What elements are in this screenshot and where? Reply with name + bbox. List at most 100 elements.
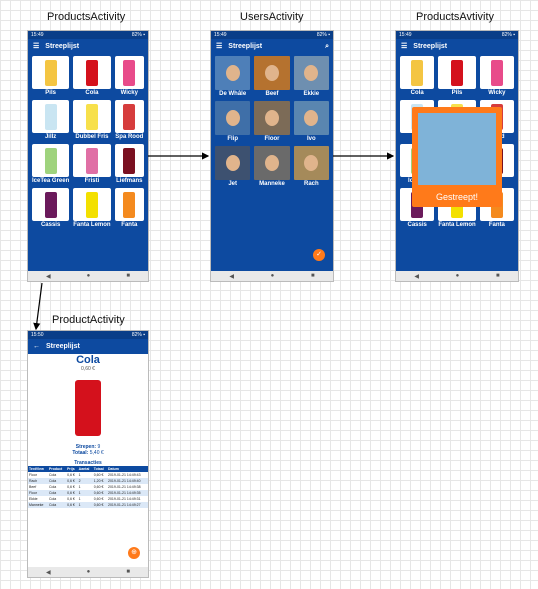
user-tile[interactable]: Rach — [293, 146, 329, 187]
table-cell: Ekkie — [29, 497, 38, 501]
menu-icon[interactable]: ☰ — [216, 43, 223, 50]
recent-icon[interactable]: ■ — [496, 273, 500, 279]
back-icon[interactable]: ◀ — [229, 273, 234, 280]
back-arrow-icon[interactable]: ← — [33, 343, 40, 350]
product-label: Wicky — [488, 90, 506, 96]
product-image — [400, 56, 435, 89]
user-tile[interactable]: Jet — [215, 146, 251, 187]
user-tile[interactable]: Beef — [254, 56, 290, 97]
search-icon[interactable]: ⌕ — [325, 43, 329, 50]
back-icon[interactable]: ◀ — [414, 273, 419, 280]
product-tile[interactable]: Fanta — [114, 188, 144, 228]
product-tile[interactable]: Jillz — [32, 100, 70, 140]
nav-bar: ◀ ● ■ — [396, 271, 518, 281]
product-tile[interactable]: Wicky — [479, 56, 514, 96]
title-products-gestreept: ProductsAvtivity — [416, 11, 495, 23]
product-label: Wicky — [120, 90, 138, 96]
user-tile[interactable]: Ekkie — [293, 56, 329, 97]
table-cell: Manneke — [28, 502, 48, 508]
product-label: Fanta — [488, 222, 505, 228]
user-tile[interactable]: Floor — [254, 101, 290, 142]
product-image — [479, 56, 514, 89]
table-cell: 1 — [78, 485, 81, 489]
product-label: Liefmans — [116, 178, 143, 184]
product-tile[interactable]: Cola — [73, 56, 111, 96]
recent-icon[interactable]: ■ — [126, 569, 130, 575]
arrow-products-to-product — [33, 282, 43, 331]
user-label: Ekkie — [303, 91, 320, 97]
product-tile[interactable]: Fristi — [73, 144, 111, 184]
product-label: Pils — [45, 90, 56, 96]
user-tile[interactable]: Ivo — [293, 101, 329, 142]
home-icon[interactable]: ● — [270, 273, 275, 279]
table-cell: Floor — [29, 473, 37, 477]
add-fab[interactable]: ⊕ — [128, 547, 140, 559]
product-tile[interactable]: Fanta Lemon — [73, 188, 111, 228]
table-cell: Floor — [28, 490, 48, 496]
home-icon[interactable]: ● — [86, 273, 91, 279]
product-image — [32, 188, 70, 221]
product-label: Fanta Lemon — [438, 222, 476, 228]
product-tile[interactable]: Cola — [400, 56, 435, 96]
product-tile[interactable]: Liefmans — [114, 144, 144, 184]
product-tile[interactable]: Cassis — [32, 188, 70, 228]
product-tile[interactable]: IceTea Green — [32, 144, 70, 184]
product-image — [114, 100, 144, 133]
home-icon[interactable]: ● — [86, 569, 91, 575]
title-products-activity: ProductsActivity — [47, 11, 126, 23]
product-tile[interactable]: Dubbel Fris — [73, 100, 111, 140]
recent-icon[interactable]: ■ — [126, 273, 130, 279]
table-header: Datum — [107, 466, 148, 472]
recent-icon[interactable]: ■ — [311, 273, 315, 279]
back-icon[interactable]: ◀ — [46, 273, 51, 280]
user-label: Flip — [227, 136, 238, 142]
product-image — [114, 144, 144, 177]
user-tile[interactable]: De Whâle — [215, 56, 251, 97]
user-label: Floor — [264, 136, 280, 142]
table-cell: 1 — [78, 497, 81, 501]
product-tile[interactable]: Pils — [438, 56, 476, 96]
user-photo — [293, 56, 329, 90]
table-cell: 0,6 € — [67, 473, 75, 477]
product-tile[interactable]: Spa Rood — [114, 100, 144, 140]
table-cell: 0,6 € — [67, 485, 75, 489]
user-label: Beef — [265, 91, 279, 97]
product-label: Fristi — [84, 178, 100, 184]
product-image — [114, 188, 144, 221]
user-photo — [215, 56, 251, 90]
menu-icon[interactable]: ☰ — [401, 43, 408, 50]
product-label: Spa Rood — [115, 134, 144, 140]
table-cell: Beef — [29, 485, 37, 489]
back-icon[interactable]: ◀ — [46, 569, 51, 576]
product-label: Pils — [451, 90, 463, 96]
user-photo — [215, 101, 251, 135]
product-image — [73, 188, 111, 221]
user-tile[interactable]: Manneke — [254, 146, 290, 187]
title-users-activity: UsersActivity — [240, 11, 304, 23]
user-photo — [293, 101, 329, 135]
check-fab[interactable]: ✓ — [313, 249, 325, 261]
table-cell: 0,60 € — [93, 497, 104, 501]
table-header: Prijs — [66, 466, 78, 472]
app-bar: ☰Streeplijst — [28, 39, 148, 54]
user-tile[interactable]: Flip — [215, 101, 251, 142]
table-cell: 0,60 € — [92, 502, 108, 508]
menu-icon[interactable]: ☰ — [33, 43, 40, 50]
gestreept-popup: Gestreept! — [412, 107, 502, 207]
product-tile[interactable]: Wicky — [114, 56, 144, 96]
home-icon[interactable]: ● — [455, 273, 460, 279]
nav-bar: ◀ ● ■ — [28, 567, 148, 577]
product-tile[interactable]: Pils — [32, 56, 70, 96]
